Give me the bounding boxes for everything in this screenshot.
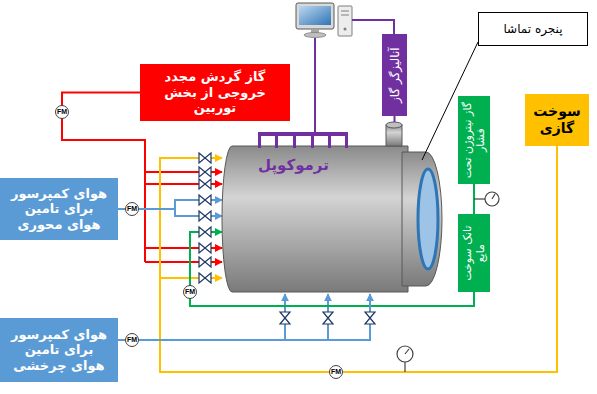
thermocouple-probe (311, 136, 314, 148)
chamber-body (222, 146, 408, 292)
box-label: گاز گردش مجدد خروجی از بخش توربین (146, 69, 284, 116)
pipe-connector (160, 146, 557, 372)
chamber-outline (222, 122, 446, 294)
box-label: سوخت گازی (529, 103, 585, 137)
flow-meter-label: FM (326, 367, 346, 377)
gas-fuel-box: سوخت گازی (525, 94, 589, 146)
box-label: هوای کمپرسور برای تامین هوای چرخشی (9, 327, 109, 374)
nitrogen-box: گاز نیتروژن تحت فشار (458, 96, 490, 184)
liquid-fuel-tank-box: تانک سوخت مایع (458, 214, 490, 292)
front-cap (402, 152, 442, 286)
axial-air-box: هوای کمپرسور برای تامین هوای محوری (0, 178, 118, 240)
flow-meter-label: FM (122, 204, 142, 214)
rotated-text-holder: گاز نیتروژن تحت فشار (461, 100, 487, 180)
box-label: پنجره تماشا (503, 22, 562, 36)
thermocouple-probe (345, 136, 348, 148)
thermocouple-probe (293, 136, 296, 148)
leader-line (422, 122, 440, 160)
flow-meter-label: FM (52, 107, 72, 117)
connectors (62, 42, 557, 372)
thermocouple-probe (328, 136, 331, 148)
box-label: ترموکوپل (258, 156, 329, 174)
recirculation-gas-box: گاز گردش مجدد خروجی از بخش توربین (140, 64, 290, 121)
box-label: تانک سوخت مایع (461, 218, 487, 288)
gas-analyzer-box: آنالیزگر گاز (382, 34, 407, 116)
rotated-text-holder: تانک سوخت مایع (461, 218, 487, 288)
computer-icon (296, 3, 352, 38)
pipe-connector (394, 116, 396, 122)
rotated-text-holder: آنالیزگر گاز (387, 47, 401, 103)
box-label: هوای کمپرسور برای تامین هوای محوری (9, 186, 109, 233)
pressure-gauge (474, 192, 499, 206)
flow-meter-label: FM (122, 335, 142, 345)
gas-probe-top (386, 122, 402, 128)
callout-box: پنجره تماشا (478, 12, 588, 46)
thermocouple-probe (275, 136, 278, 148)
pressure-gauge (397, 346, 413, 372)
data-cable (314, 38, 316, 134)
viewing-window (418, 169, 438, 269)
thermocouple-bar (258, 132, 348, 136)
pipe-connector (118, 294, 370, 340)
swirl-air-box: هوای کمپرسور برای تامین هوای چرخشی (0, 318, 118, 382)
box-label: گاز نیتروژن تحت فشار (461, 100, 487, 180)
thermocouple-probe (258, 136, 261, 148)
combustion-chamber: ترموکوپل (222, 122, 446, 294)
box-label: آنالیزگر گاز (387, 47, 401, 103)
flow-meter-label: FM (180, 287, 200, 297)
